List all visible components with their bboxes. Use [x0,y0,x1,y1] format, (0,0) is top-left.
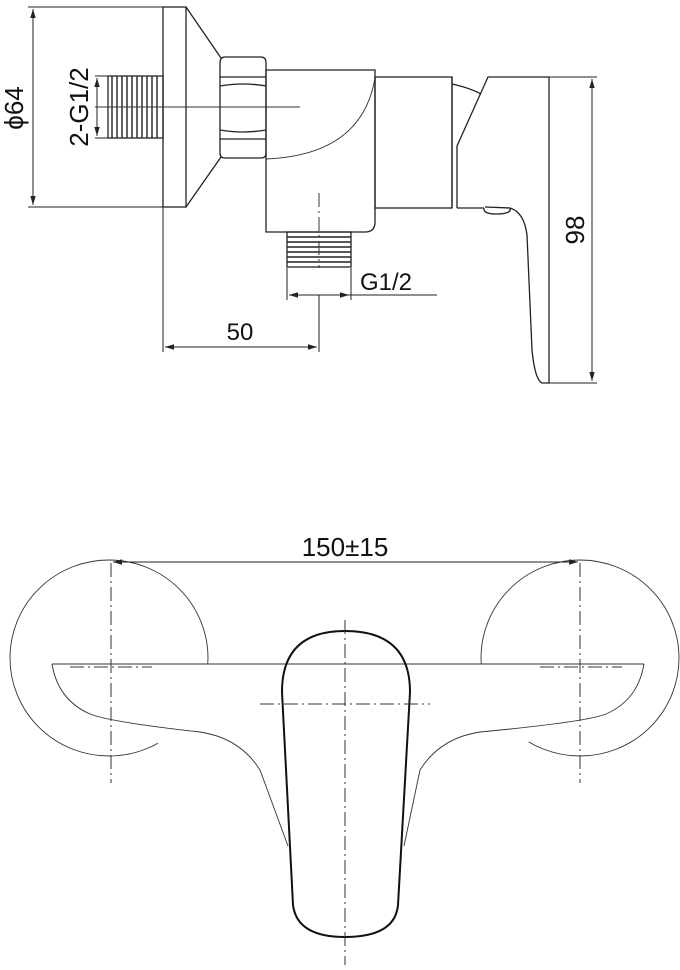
handle-front [280,629,412,939]
dim-inlet-spacing: 150±15 [113,532,578,565]
front-view: 150±15 [9,532,680,965]
mixer-body-front [52,664,644,835]
label-inlet-thread: 2-G1/2 [64,67,94,147]
hex-nut [219,56,267,159]
dim-projection: 50 [162,207,320,352]
mixer-body [265,69,453,233]
label-outlet-thread: G1/2 [360,269,412,296]
dim-flange-diameter: ϕ64 [0,6,163,208]
label-inlet-spacing: 150±15 [302,532,389,562]
dim-handle-height: 98 [549,76,597,384]
label-handle-height: 98 [560,216,590,245]
handle-side [451,76,550,384]
dim-outlet-thread: G1/2 [286,268,437,300]
label-projection: 50 [227,319,254,346]
left-rosette [9,559,209,757]
side-view: ϕ64 2-G1/2 G1/2 50 98 [0,6,597,384]
label-flange-diameter: ϕ64 [0,86,29,129]
dim-inlet-thread: 2-G1/2 [64,67,108,147]
